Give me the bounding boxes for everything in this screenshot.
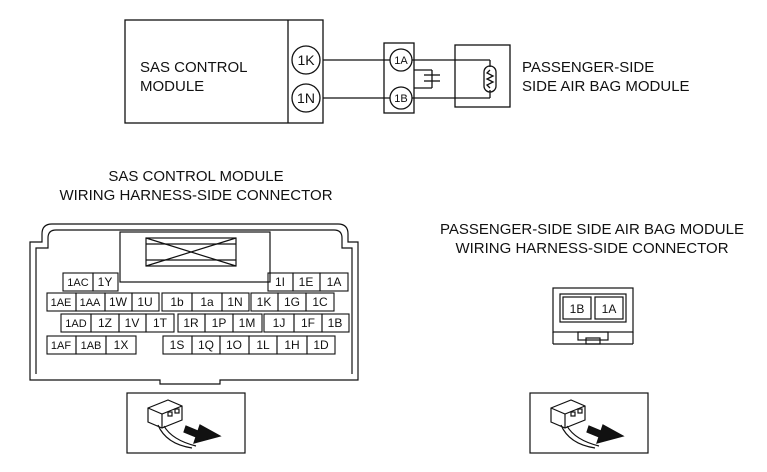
pin-label: 1P: [212, 316, 227, 330]
pin-label: 1D: [313, 338, 329, 352]
terminal-label-1a: 1A: [394, 55, 408, 67]
pin-label: 1a: [200, 295, 214, 309]
pin-label: 1R: [183, 316, 199, 330]
connector-view-icon: [126, 392, 246, 454]
right-connector-title-2: WIRING HARNESS-SIDE CONNECTOR: [455, 240, 728, 257]
terminal-1n: [291, 83, 321, 113]
pin-label: 1AC: [67, 277, 88, 289]
terminal-1k: [291, 45, 321, 75]
resistor-icon: [485, 69, 495, 89]
pin-label: 1S: [170, 338, 185, 352]
pin-label: 1L: [256, 338, 270, 352]
airbag-module-box: [454, 44, 511, 108]
schematic: [124, 19, 511, 124]
pin-label: 1E: [299, 275, 314, 289]
airbag-module-label-2: SIDE AIR BAG MODULE: [522, 78, 690, 95]
pin-label: 1A: [327, 275, 342, 289]
pin-label: 1X: [114, 338, 129, 352]
left-connector-pin-labels: 1AC 1Y 1I 1E 1A 1AE 1AA 1W 1U 1b 1a 1N 1…: [51, 275, 343, 352]
pin-label: 1K: [257, 295, 272, 309]
left-connector-title-2: WIRING HARNESS-SIDE CONNECTOR: [59, 187, 332, 204]
pin-label: 1F: [301, 316, 315, 330]
pin-label: 1V: [125, 316, 140, 330]
pin-label: 1N: [227, 295, 242, 309]
pin-label: 1U: [137, 295, 152, 309]
pin-label-1b: 1B: [570, 302, 585, 316]
pin-label: 1Y: [98, 275, 113, 289]
left-connector: [29, 223, 359, 385]
pin-label: 1b: [170, 295, 184, 309]
terminal-label-1b: 1B: [394, 93, 407, 105]
pin-label: 1AB: [81, 340, 102, 352]
pin-label: 1J: [273, 316, 286, 330]
pin-label: 1O: [226, 338, 242, 352]
sas-module-label-1: SAS CONTROL: [140, 59, 248, 76]
pin-label: 1W: [109, 295, 128, 309]
left-connector-pins: [46, 272, 350, 355]
pin-label: 1H: [284, 338, 299, 352]
pin-label: 1T: [153, 316, 168, 330]
pin-label: 1G: [284, 295, 300, 309]
pin-label: 1C: [312, 295, 328, 309]
pin-label: 1Z: [98, 316, 112, 330]
pin-label: 1B: [328, 316, 343, 330]
inline-connector: [383, 42, 415, 114]
squib: [483, 65, 497, 93]
terminal-label-1n: 1N: [297, 90, 315, 106]
right-connector-title-1: PASSENGER-SIDE SIDE AIR BAG MODULE: [440, 221, 744, 238]
pin-label: 1M: [239, 316, 256, 330]
pin-label: 1I: [275, 275, 285, 289]
pin-label: 1AD: [65, 318, 86, 330]
left-connector-title-1: SAS CONTROL MODULE: [108, 168, 283, 185]
pin-label: 1Q: [198, 338, 214, 352]
terminal-label-1k: 1K: [297, 52, 315, 68]
pin-label-1a: 1A: [602, 302, 617, 316]
connector-view-icon: [529, 392, 649, 454]
sas-module-label-2: MODULE: [140, 78, 204, 95]
sas-module-box: [124, 19, 324, 124]
airbag-module-label-1: PASSENGER-SIDE: [522, 59, 654, 76]
pin-label: 1AA: [80, 297, 101, 309]
right-connector: [552, 287, 634, 345]
pin-label: 1AF: [51, 340, 71, 352]
pin-label: 1AE: [51, 297, 72, 309]
